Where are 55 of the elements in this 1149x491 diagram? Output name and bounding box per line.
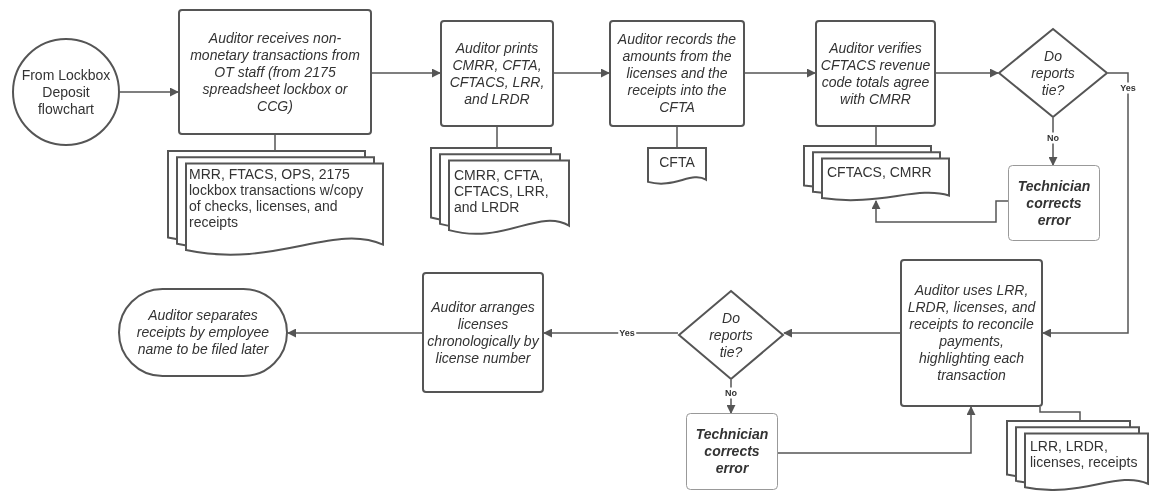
arrow bbox=[1042, 72, 1129, 338]
process-box bbox=[1008, 165, 1100, 241]
process-box bbox=[440, 20, 554, 127]
document-shape bbox=[647, 147, 707, 185]
process-box bbox=[815, 20, 936, 127]
decision-diamond bbox=[678, 290, 784, 380]
document-text: CMRR, CFTA, CFTACS, LRR, and LRDR bbox=[454, 167, 550, 215]
decision-text: Do reports tie? bbox=[708, 309, 754, 361]
arrow bbox=[119, 87, 179, 97]
step-text: Technician corrects error bbox=[694, 426, 770, 477]
document-text: LRR, LRDR, licenses, receipts bbox=[1030, 438, 1139, 470]
edge-label: No bbox=[724, 387, 738, 399]
connector-line bbox=[274, 134, 276, 151]
arrow bbox=[726, 379, 736, 414]
connector-line bbox=[676, 126, 678, 149]
step-text: From Lockbox Deposit flowchart bbox=[20, 66, 112, 118]
document-text: CFTACS, CMRR bbox=[827, 164, 932, 180]
decision-diamond bbox=[998, 28, 1108, 118]
document-stack bbox=[430, 147, 570, 235]
process-box bbox=[686, 413, 778, 490]
step-text: Auditor receives non-monetary transactions from OT staff (from 2175 spreadsheet lockbox or CCG) bbox=[189, 29, 361, 115]
arrow bbox=[287, 328, 423, 338]
arrow bbox=[371, 68, 441, 78]
step-text: Technician corrects error bbox=[1016, 177, 1092, 229]
edge-label: Yes bbox=[1119, 82, 1137, 94]
arrow bbox=[777, 406, 976, 454]
process-box bbox=[422, 272, 544, 393]
arrow bbox=[1048, 117, 1058, 166]
document-stack bbox=[167, 150, 384, 256]
arrow bbox=[744, 68, 816, 78]
connector-circle bbox=[12, 38, 120, 146]
edge-label: Yes bbox=[618, 327, 636, 339]
process-box bbox=[178, 9, 372, 135]
edge-label: No bbox=[1046, 132, 1060, 144]
step-text: Auditor prints CMRR, CFTA, CFTACS, LRR, and LRDR bbox=[448, 39, 546, 108]
arrow bbox=[783, 328, 901, 338]
document-stack bbox=[803, 145, 950, 201]
arrow bbox=[553, 68, 610, 78]
arrow bbox=[935, 68, 999, 78]
process-box bbox=[609, 20, 745, 127]
process-box bbox=[900, 259, 1043, 407]
step-text: Auditor records the amounts from the licenses and the receipts into the CFTA bbox=[616, 31, 738, 116]
step-text: Auditor verifies CFTACS revenue code totals agree with CMRR bbox=[819, 39, 932, 108]
arrow bbox=[543, 328, 679, 338]
step-text: Auditor separates receipts by employee name to be filed later bbox=[135, 307, 271, 358]
decision-text: Do reports tie? bbox=[1030, 47, 1076, 99]
connector-line bbox=[875, 126, 877, 147]
connector-line bbox=[1039, 406, 1081, 421]
document-text: CFTA bbox=[659, 153, 695, 171]
step-text: Auditor uses LRR, LRDR, licenses, and receipts to reconcile payments, highlighting each transaction bbox=[906, 282, 1037, 384]
arrow bbox=[871, 200, 1009, 223]
connector-line bbox=[496, 126, 498, 148]
document-stack bbox=[1006, 420, 1149, 491]
step-text: Auditor arranges licenses chronologically by license number bbox=[426, 298, 541, 367]
document-text: MRR, FTACS, OPS, 2175 lockbox transactions w/copy of checks, licenses, and receipts bbox=[189, 166, 365, 230]
